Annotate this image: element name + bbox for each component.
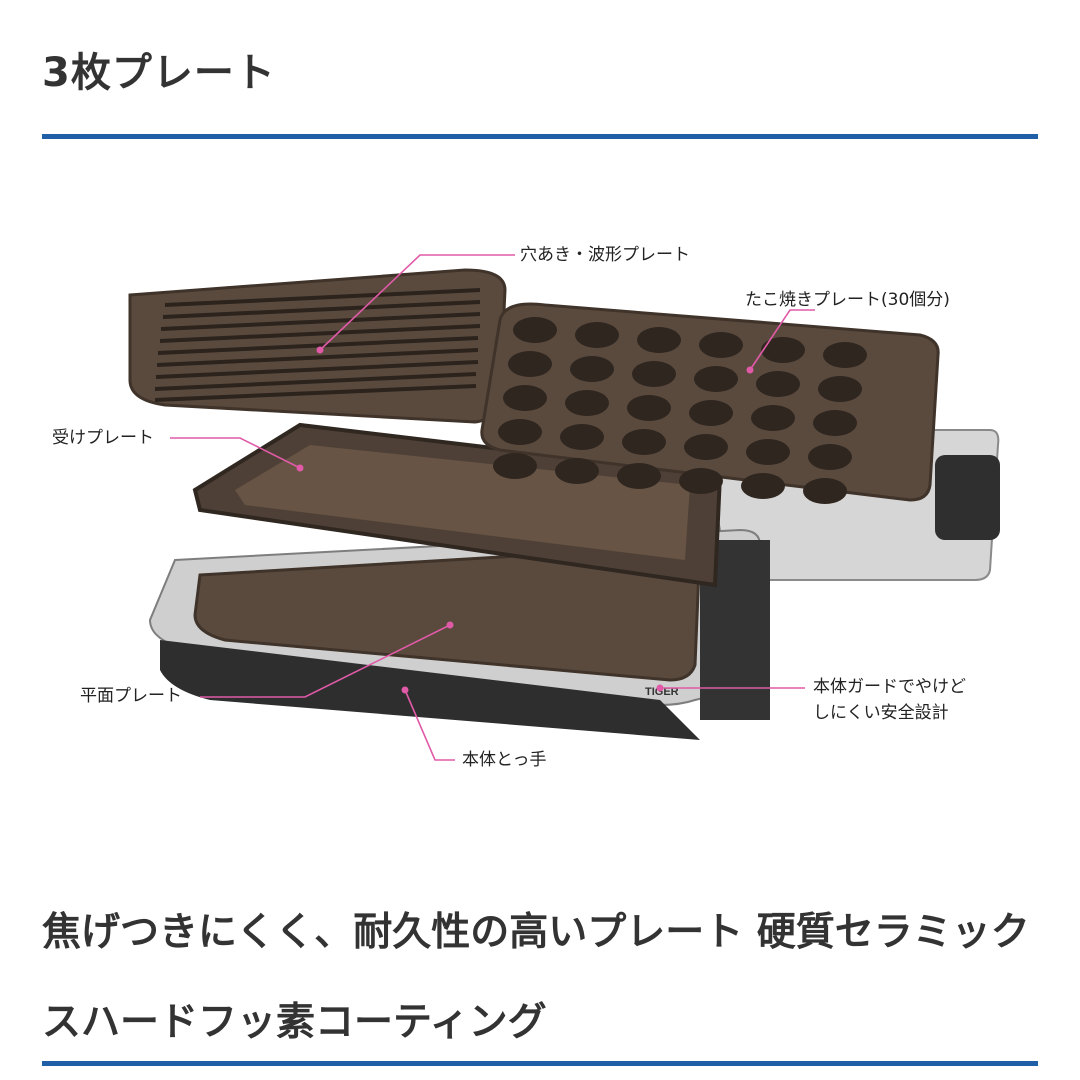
takoyaki-hole [741, 473, 785, 499]
line-drip [170, 437, 301, 469]
takoyaki-hole [493, 453, 537, 479]
takoyaki-hole [617, 463, 661, 489]
takoyaki-hole [560, 424, 604, 450]
takoyaki-holes [493, 317, 867, 504]
takoyaki-hole [818, 376, 862, 402]
takoyaki-hole [627, 395, 671, 421]
callout-body-handle: 本体とっ手 [462, 750, 547, 770]
line-takoyaki [749, 309, 815, 371]
callout-flat-plate: 平面プレート [80, 686, 182, 706]
brand-logo: TIGER [645, 686, 679, 698]
takoyaki-hole [823, 342, 867, 368]
section-title: 3枚プレート [42, 50, 276, 96]
takoyaki-hole [679, 468, 723, 494]
takoyaki-hole [761, 337, 805, 363]
line-handle [404, 689, 455, 761]
callout-body-guard-line1: 本体ガードでやけど [813, 677, 966, 697]
title-divider [42, 134, 1038, 139]
bottom-divider [42, 1061, 1038, 1066]
takoyaki-hole [751, 405, 795, 431]
callout-body-guard-line2: しにくい安全設計 [813, 703, 949, 723]
callout-dots [296, 346, 754, 694]
takoyaki-hole [689, 400, 733, 426]
takoyaki-hole [565, 390, 609, 416]
line-perforated [319, 254, 515, 351]
takoyaki-hole [622, 429, 666, 455]
callout-perforated-plate: 穴あき・波形プレート [520, 245, 690, 265]
takoyaki-hole [570, 356, 614, 382]
feature-description: 焦げつきにくく、耐久性の高いプレート 硬質セラミックスハードフッ素コーティング [42, 910, 1030, 1045]
wave-plate-grooves [154, 288, 481, 402]
takoyaki-hole [756, 371, 800, 397]
takoyaki-hole [637, 327, 681, 353]
main-body-base [160, 640, 700, 740]
takoyaki-hole [694, 366, 738, 392]
callout-drip-plate: 受けプレート [52, 428, 154, 448]
takoyaki-hole [684, 434, 728, 460]
takoyaki-hole [699, 332, 743, 358]
side-panel-clip [935, 455, 1000, 540]
callout-takoyaki-plate: たこ焼きプレート(30個分) [745, 290, 950, 310]
takoyaki-hole [498, 419, 542, 445]
flat-plate-shape [193, 543, 702, 682]
takoyaki-hole [803, 478, 847, 504]
callout-body-guard: 本体ガードでやけど しにくい安全設計 [813, 674, 1013, 726]
hotplate-illustration: TIGER [128, 254, 1000, 761]
takoyaki-hole [575, 322, 619, 348]
product-diagram: TIGER 穴あき・波形プレート たこ焼きプレート(30個分) 受けプレート 平… [0, 200, 1080, 820]
takoyaki-hole [513, 317, 557, 343]
takoyaki-hole [555, 458, 599, 484]
takoyaki-hole [503, 385, 547, 411]
takoyaki-hole [808, 444, 852, 470]
takoyaki-hole [813, 410, 857, 436]
takoyaki-hole [746, 439, 790, 465]
line-flat [200, 624, 451, 698]
callout-lines [170, 254, 815, 761]
takoyaki-hole [508, 351, 552, 377]
takoyaki-hole [632, 361, 676, 387]
